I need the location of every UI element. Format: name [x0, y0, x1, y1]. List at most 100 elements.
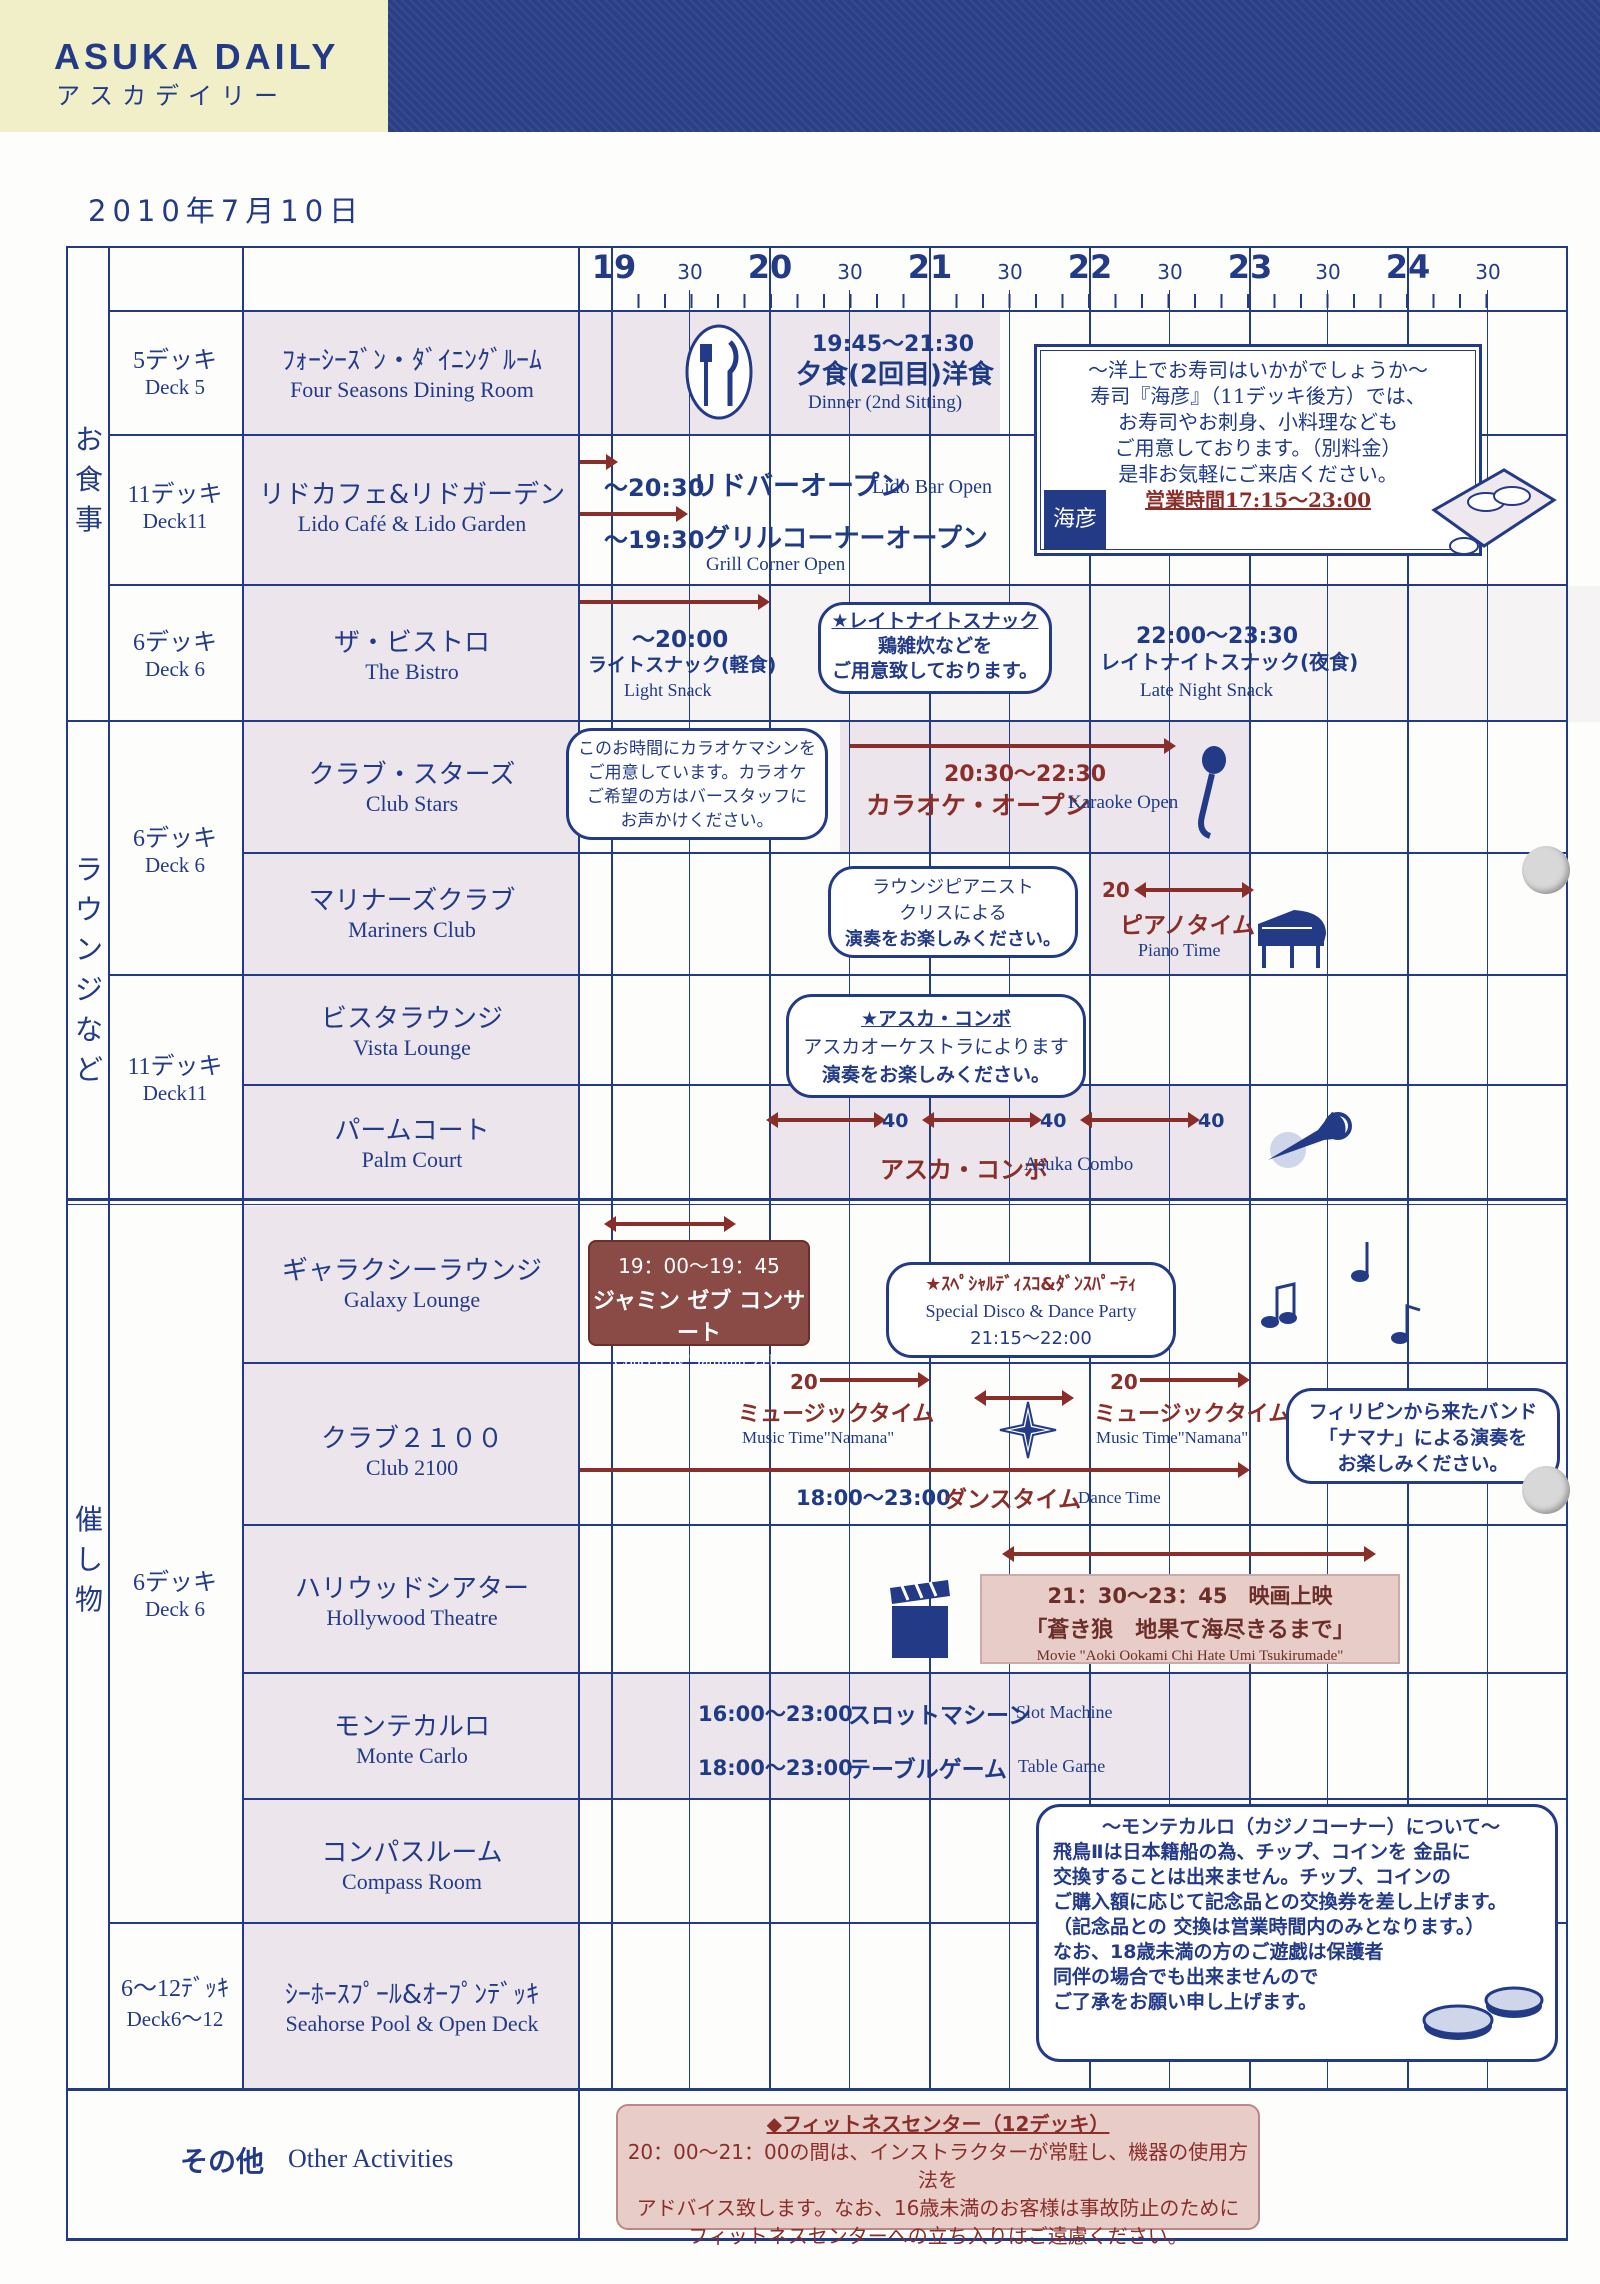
grid-line [1169, 290, 1170, 2090]
hour-label-22: 22 [1067, 248, 1113, 286]
karaoke-bubble: このお時間にカラオケマシンを ご用意しています。カラオケ ご希望の方はバースタッ… [566, 728, 828, 840]
hour-label-24: 24 [1385, 248, 1431, 286]
grid-line [578, 246, 580, 2240]
dance-arrow [580, 1462, 1250, 1478]
light-snack-arrow [580, 594, 770, 610]
grid-line [242, 246, 244, 2090]
movie-title: 「蒼き狼 地果て海尽きるまで」 [1025, 1618, 1355, 1643]
grid-line [66, 246, 68, 2240]
lido-bar-title: リドバーオープン [692, 471, 907, 502]
dance-subtitle: Dance Time [1078, 1488, 1161, 1507]
combo-bubble-title: ★アスカ・コンボ [860, 1008, 1012, 1030]
compass-rose-icon [999, 1401, 1057, 1459]
combo-duration-2: 40 [1040, 1110, 1067, 1132]
piano-shade [1090, 854, 1250, 976]
grill-title: グリルコーナーオープン [704, 524, 988, 554]
grid-line [1089, 246, 1091, 2090]
venue-shade [244, 1086, 580, 1198]
grid-line [689, 290, 690, 2090]
dinner-subtitle: Dinner (2nd Sitting) [808, 392, 963, 413]
half-label: 30 [1315, 260, 1341, 284]
combo-subtitle: Asuka Combo [1024, 1154, 1134, 1175]
music1-subtitle: Music Time"Namana" [742, 1428, 895, 1447]
binder-hole [1522, 1466, 1570, 1514]
grid-line [1407, 246, 1409, 2090]
piano-title: ピアノタイム [1120, 913, 1256, 939]
half-label: 30 [837, 260, 863, 284]
piano-bubble: ラウンジピアニスト クリスによる 演奏をお楽しみください。 [828, 866, 1078, 958]
slot-subtitle: Slot Machine [1016, 1702, 1113, 1722]
sushi-line: 寿司『海彦』（11デッキ後方）では、 [1090, 384, 1426, 408]
karaoke-bubble-line: このお時間にカラオケマシンを [578, 739, 816, 759]
casino-line: （記念品との 交換は営業時間内のみとなります。） [1053, 1916, 1485, 1938]
category-lounge: ラウンジなど [74, 853, 103, 1086]
karaoke-time: 20:30～22:30 [944, 762, 1107, 787]
schedule-date: 2010年7月10日 [88, 194, 365, 228]
venue-shade [244, 436, 580, 586]
casino-line: ご購入額に応じて記念品との交換券を差し上げます。 [1053, 1891, 1507, 1913]
venue-shade [244, 854, 580, 976]
band-line: お楽しみください。 [1337, 1453, 1509, 1475]
piano-bubble-line: ラウンジピアニスト [872, 877, 1034, 898]
grill-arrow [580, 506, 688, 522]
casino-title: ～モンテカルロ（カジノコーナー）について～ [1101, 1816, 1501, 1838]
category-dining: お食事 [74, 423, 103, 536]
disco-title: ★ｽﾍﾟｼｬﾙﾃﾞｨｽｺ&ﾀﾞﾝｽﾊﾟｰﾃｨ [925, 1274, 1137, 1295]
category-other-en: Other Activities [288, 2144, 454, 2173]
combo-duration-1: 40 [882, 1110, 909, 1132]
piano-arrow [1134, 882, 1254, 898]
sushi-title: ～洋上でお寿司はいかがでしょうか～ [1088, 358, 1428, 382]
piano-bubble-line: クリスによる [899, 903, 1007, 924]
grid-line [108, 584, 1568, 586]
grid-line [1327, 290, 1328, 2090]
fitness-line: フィットネスセンターへの立ち入りはご遠慮ください。 [688, 2224, 1188, 2248]
table-subtitle: Table Game [1018, 1756, 1106, 1776]
hour-label-21: 21 [907, 248, 953, 286]
casino-line: ご了承をお願い申し上げます。 [1053, 1991, 1318, 2013]
grid-line [611, 246, 613, 2090]
music-notes-icon [1261, 1242, 1421, 1344]
grill-time: ～19:30 [604, 526, 705, 554]
piano-bubble-line: 演奏をお楽しみください。 [845, 929, 1061, 950]
binder-hole [1522, 846, 1570, 894]
karaoke-bubble-line: お声かけください。 [620, 811, 774, 831]
clapperboard-icon [890, 1580, 950, 1658]
light-snack-title: ライトスナック(軽食) [588, 654, 777, 676]
late-snack-bubble: ★レイトナイトスナック 鶏雑炊などを ご用意致しております。 [818, 602, 1052, 694]
grid-line [242, 1362, 1568, 1364]
category-other: その他 [180, 2145, 265, 2178]
band-line: フィリピンから来たバンド [1308, 1401, 1538, 1423]
grid-line [242, 852, 1568, 854]
grid-line [769, 246, 771, 2090]
trumpet-icon [1268, 1112, 1352, 1168]
table-title: テーブルゲーム [848, 1757, 1007, 1783]
late-bubble-line: 鶏雑炊などを [877, 635, 992, 657]
casino-line: 交換することは出来ません。チップ、コインの [1053, 1866, 1451, 1888]
grid-line [66, 1204, 1568, 1205]
music1-title: ミュージックタイム [738, 1402, 935, 1427]
grid-line [66, 1198, 1568, 1201]
sushi-line: ご用意しております。（別料金） [1114, 436, 1402, 460]
movie-box: 21：30～23：45 映画上映 「蒼き狼 地果て海尽きるまで」 Movie "… [980, 1574, 1400, 1664]
microphone-icon [1198, 746, 1226, 839]
late-bubble-title: ★レイトナイトスナック [831, 610, 1039, 632]
half-label: 30 [997, 260, 1023, 284]
casino-line: なお、18歳未満の方のご遊戯は保護者 [1053, 1941, 1384, 1963]
lido-bar-time: ～20:30 [604, 474, 705, 502]
fitness-line: アドバイス致します。なお、16歳未満のお客様は事故防止のために [636, 2196, 1240, 2220]
grid-line [66, 2238, 1568, 2241]
table-time: 18:00～23:00 [698, 1756, 853, 1780]
grid-line [1566, 246, 1568, 2240]
piano-duration: 20 [1102, 878, 1130, 902]
grid-line [1249, 246, 1251, 2090]
